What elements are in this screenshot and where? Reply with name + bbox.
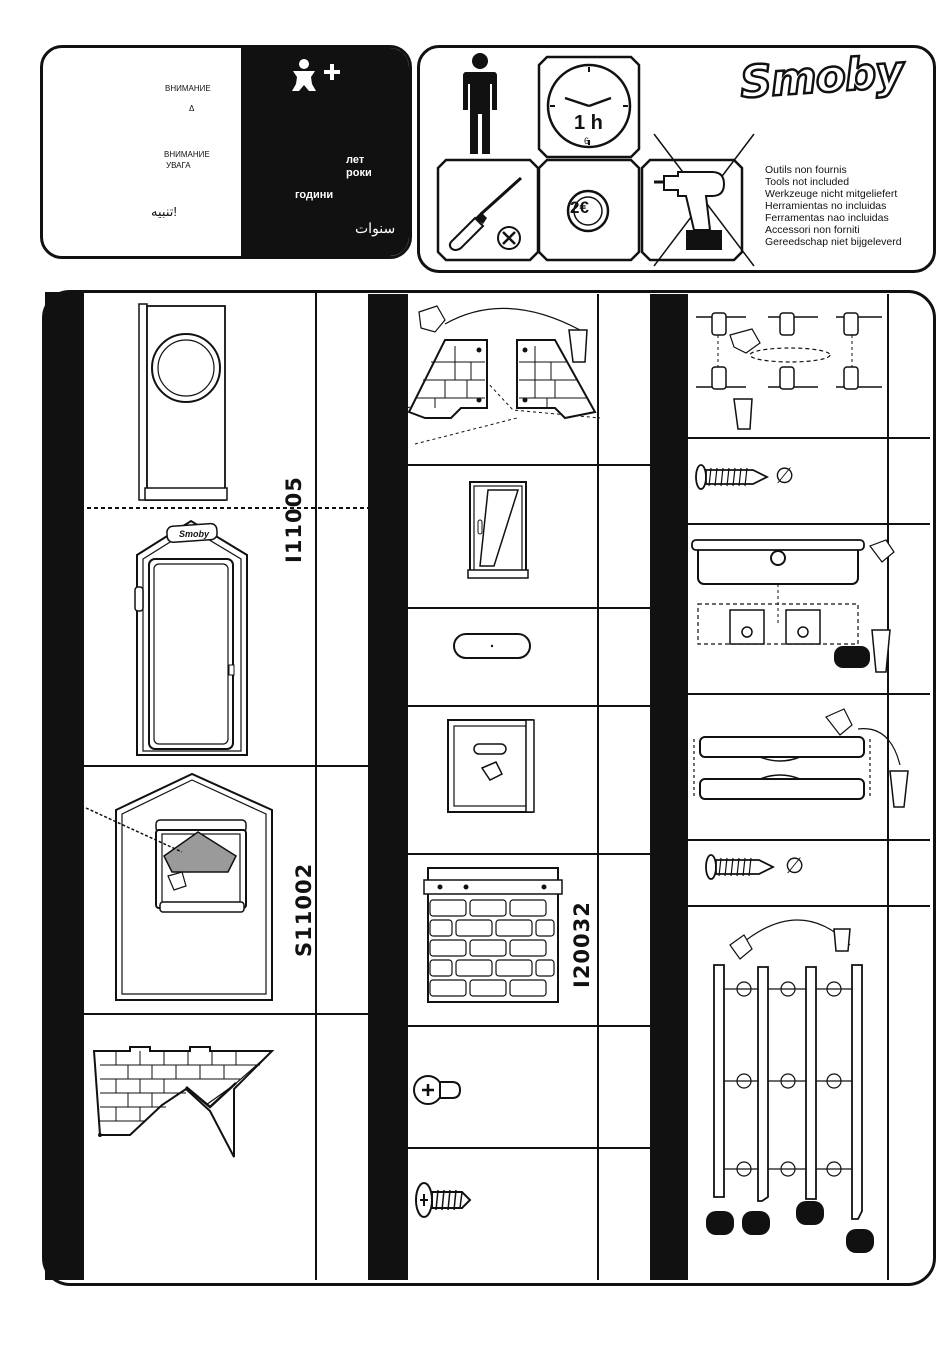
small-door-drawing (466, 478, 531, 583)
plug-fastener-drawing (412, 1068, 467, 1113)
letterbox-plate-drawing (444, 716, 539, 816)
ref-brick-panel: I20032 (570, 901, 594, 988)
screw-large-drawing (412, 1178, 474, 1223)
screw-small-b-drawing (703, 850, 781, 885)
window-panel-drawing (86, 772, 286, 1004)
handle-part-drawing (450, 630, 535, 662)
door-frame-drawing (125, 515, 260, 760)
door-logo: Smoby (179, 529, 209, 539)
diameter-symbol-a: ∅ (775, 463, 794, 489)
ref-house-panel: I11005 (282, 476, 306, 563)
brick-wall-drawing (422, 862, 567, 1007)
screw-small-a-drawing (693, 460, 771, 495)
bench-assembly-drawing (690, 705, 920, 820)
bench-top-drawing (690, 534, 900, 684)
clip-assembly-drawing (690, 305, 885, 435)
brick-gable-drawing (90, 1045, 275, 1160)
roof-panels-drawing (405, 300, 600, 450)
diameter-symbol-b: ∅ (785, 853, 804, 879)
rails-assembly-drawing (700, 915, 885, 1260)
ref-side-panel: S11002 (292, 863, 316, 957)
porthole-panel-drawing (135, 300, 230, 505)
